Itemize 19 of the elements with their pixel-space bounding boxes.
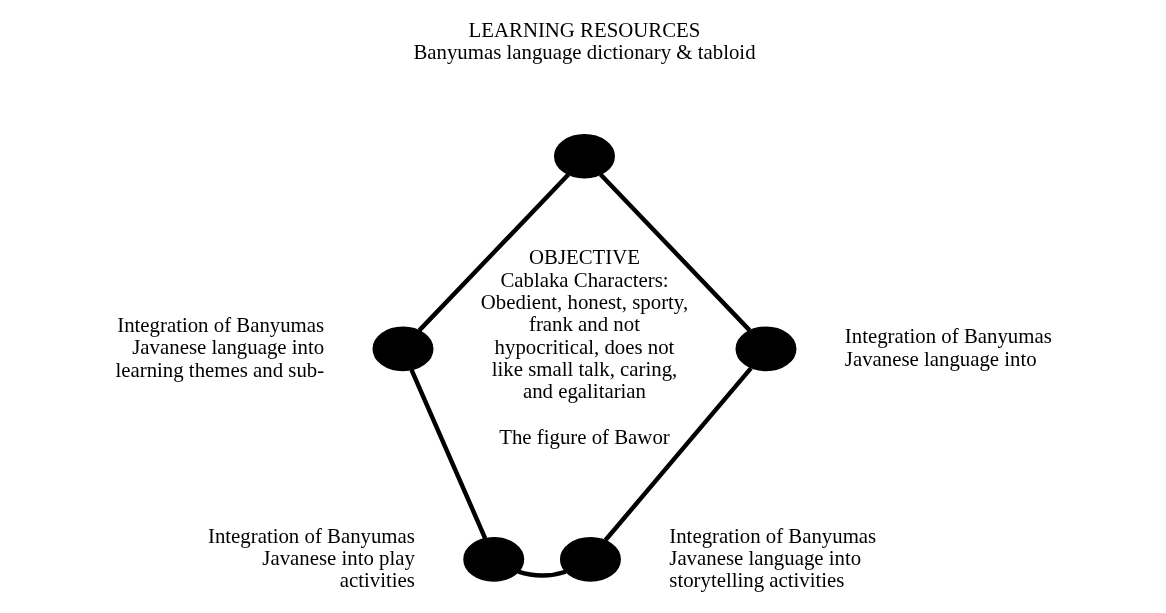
connector xyxy=(417,173,570,332)
node-label: Integration of Banyumas Javanese language into xyxy=(844,324,1052,371)
node-circle xyxy=(735,326,797,372)
connector xyxy=(409,369,488,540)
node-circle xyxy=(554,133,615,179)
connector xyxy=(599,173,752,332)
node-circle xyxy=(463,537,525,582)
label: OBJECTIVE xyxy=(528,245,640,270)
label: Cablaka Characters: Obedient, honest, sporty, frank and not hypocritical, does not like small talk, caring, and egalitarian xyxy=(480,267,689,404)
connector xyxy=(603,366,753,542)
node-label: LEARNING RESOURCES xyxy=(468,17,701,42)
node-circle xyxy=(372,326,434,372)
node-label: Banyumas language dictionary & tabloid xyxy=(413,40,756,65)
node-label: Integration of Banyumas Javanese into play activities xyxy=(207,523,415,593)
label: The figure of Bawor xyxy=(499,425,670,450)
node-circle xyxy=(559,537,621,582)
node-label: Integration of Banyumas Javanese language into learning themes and sub- xyxy=(115,313,325,382)
connector xyxy=(517,569,567,578)
node-label: Integration of Banyumas Javanese language into storytelling activities xyxy=(669,523,877,593)
